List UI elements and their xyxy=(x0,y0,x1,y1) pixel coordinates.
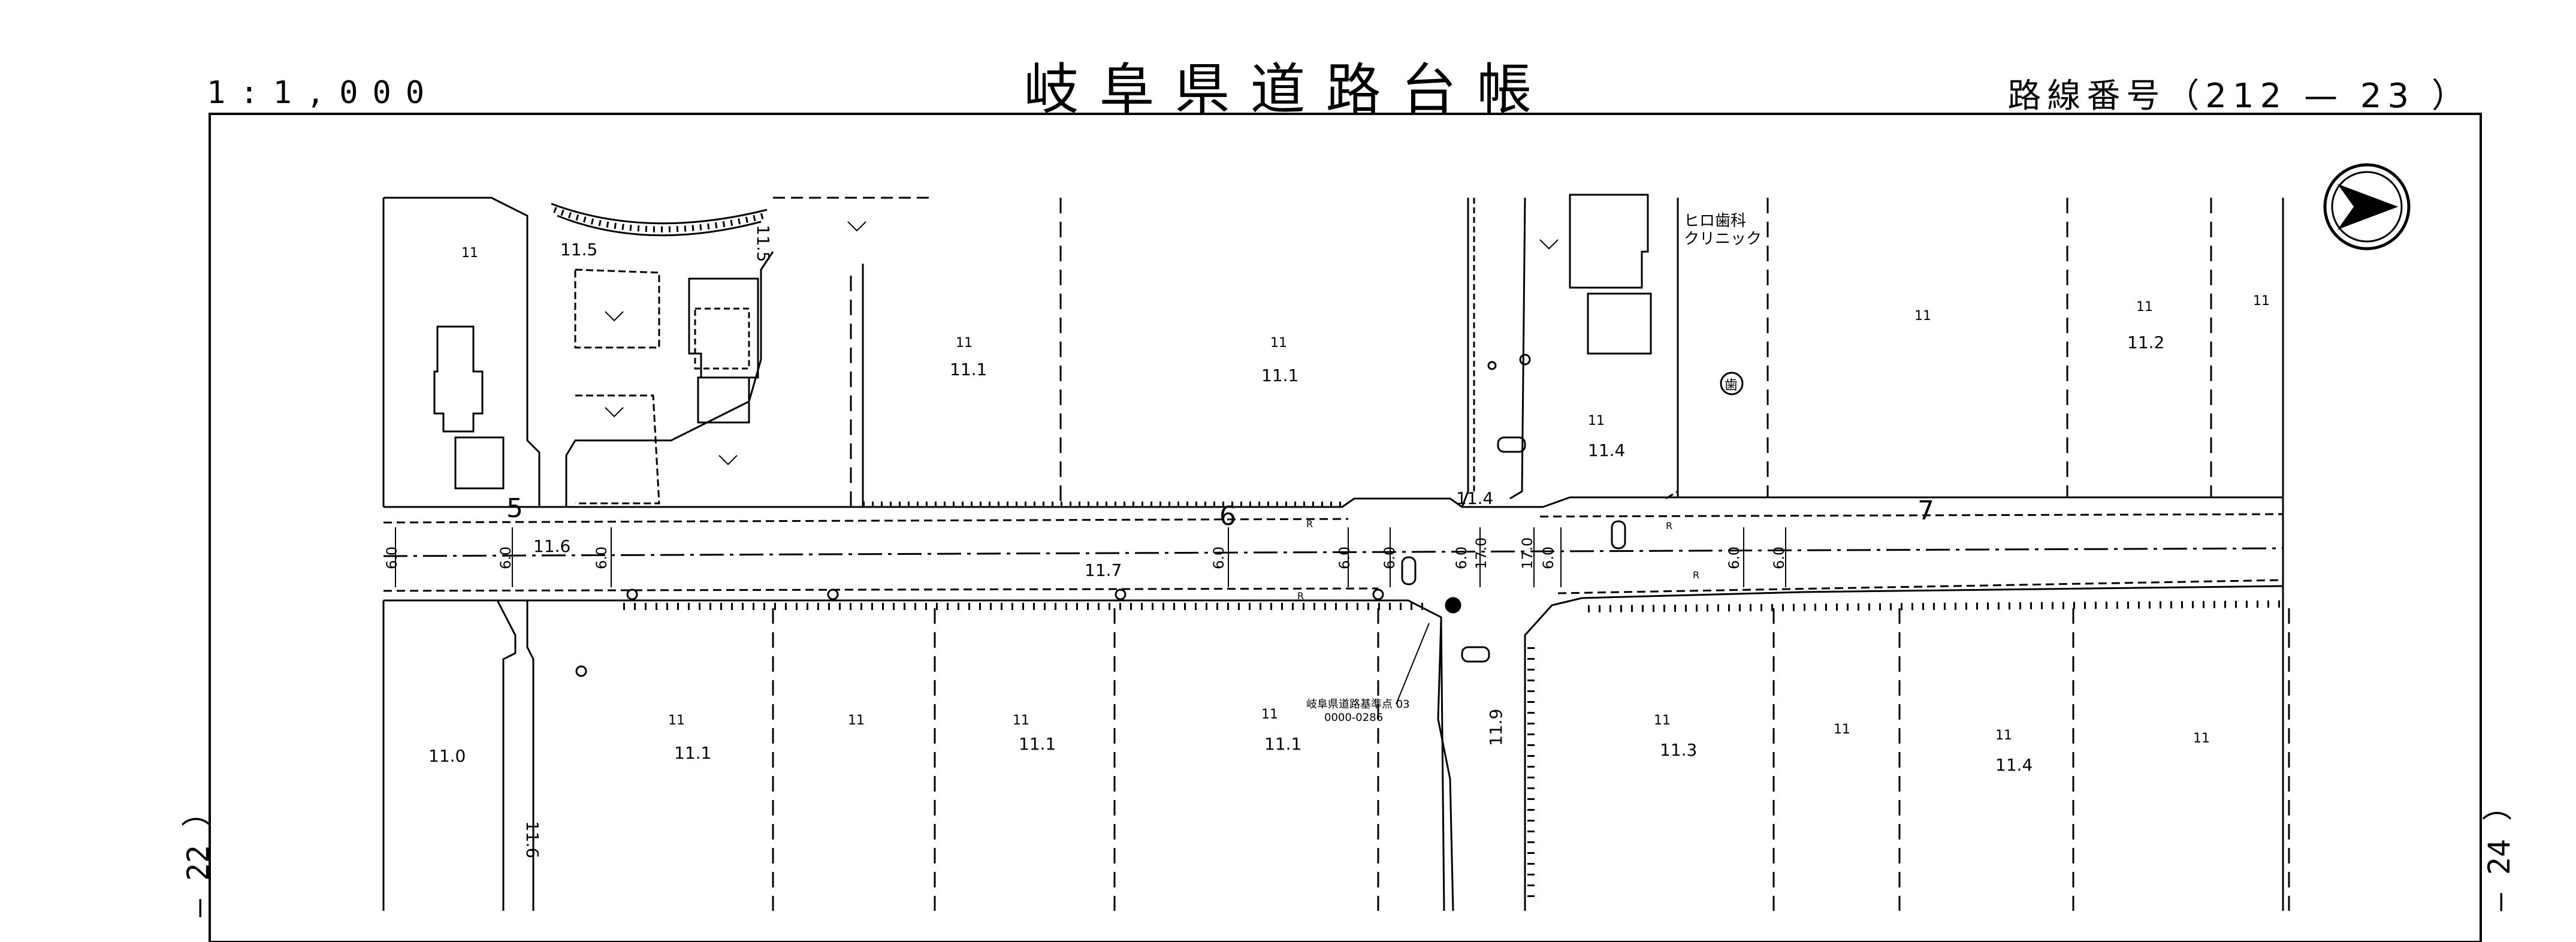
map-frame xyxy=(209,113,2482,942)
field-mark: 11 xyxy=(1834,722,1850,737)
field-mark: 11 xyxy=(1995,728,2012,743)
elevation: 11.4 xyxy=(1588,440,1626,460)
route-main: 212 xyxy=(2205,77,2288,116)
elevation: 11.3 xyxy=(1660,740,1698,760)
road-width: 6.0 xyxy=(1210,546,1227,569)
route-sub: 23 xyxy=(2360,77,2415,116)
elevation: 11.2 xyxy=(2127,333,2165,352)
field-mark: 11 xyxy=(1914,309,1931,324)
road-width: 6.0 xyxy=(383,546,400,569)
field-mark: 11 xyxy=(1270,336,1287,351)
road-width: 6.0 xyxy=(1726,546,1743,569)
cross-streets xyxy=(383,197,1679,911)
road-width: 6.0 xyxy=(497,546,514,569)
benchmark-label: 岐阜県道路基準点 03 0000-0286 xyxy=(1306,698,1410,724)
road-r-mark: R xyxy=(1693,569,1700,581)
landuse-marks xyxy=(605,221,1559,466)
route-suffix: ） xyxy=(2432,77,2471,116)
field-mark: 11 xyxy=(461,246,478,261)
elevation: 11.1 xyxy=(1264,734,1302,754)
benchmark-label-line1: 岐阜県道路基準点 03 xyxy=(1306,698,1410,711)
clinic-label-line2: クリニック xyxy=(1684,230,1762,248)
field-mark: 11 xyxy=(2193,731,2210,746)
buildings xyxy=(433,194,1652,490)
retaining-wall xyxy=(551,203,768,505)
field-mark: 11 xyxy=(848,713,865,728)
lot-lines-solid xyxy=(382,197,2284,911)
dentist-symbol: 歯 xyxy=(1725,378,1738,393)
clinic-label: ヒロ歯科 クリニック xyxy=(1684,212,1762,249)
field-mark: 11 xyxy=(1013,713,1029,728)
scale-label: 1:1,000 xyxy=(207,75,439,111)
station-5: 5 xyxy=(506,493,523,524)
elevation: 11.7 xyxy=(1085,560,1122,580)
elevation: 11.4 xyxy=(1456,488,1494,508)
north-arrow-icon xyxy=(2323,163,2411,250)
station-7: 7 xyxy=(1917,496,1934,526)
field-mark: 11 xyxy=(1588,413,1605,428)
elevation: 11.1 xyxy=(674,743,712,763)
route-number: 路線番号（212 — 23 ） xyxy=(2007,69,2471,117)
elevation: 11.6 xyxy=(523,821,542,859)
elevation: 11.5 xyxy=(560,240,598,259)
benchmark-label-line2: 0000-0286 xyxy=(1324,711,1384,724)
road-width: 17.0 xyxy=(1473,537,1490,569)
lot-lines xyxy=(772,198,2290,911)
clinic-label-line1: ヒロ歯科 xyxy=(1684,212,1747,230)
road-width: 6.0 xyxy=(1453,546,1470,569)
benchmark-leader xyxy=(1396,623,1430,705)
road-width: 6.0 xyxy=(1540,546,1557,569)
width-ticks xyxy=(395,527,1786,587)
field-mark: 11 xyxy=(668,713,685,728)
road-r-mark: R xyxy=(1306,518,1313,530)
road-width: 6.0 xyxy=(1381,546,1398,569)
road-width: 6.0 xyxy=(1771,546,1787,569)
field-mark: 11 xyxy=(2136,300,2153,315)
road-r-mark: R xyxy=(1666,520,1673,532)
elevation: 11.5 xyxy=(753,225,773,262)
road-width: 17.0 xyxy=(1519,537,1536,569)
station-6: 6 xyxy=(1219,501,1236,532)
road-r-mark: R xyxy=(1297,590,1304,602)
road-width: 6.0 xyxy=(593,546,610,569)
road-width: 6.0 xyxy=(1336,546,1353,569)
elevation: 11.1 xyxy=(1261,366,1299,385)
field-mark: 11 xyxy=(1654,713,1671,728)
elevation: 11.0 xyxy=(428,746,466,766)
elevation: 11.6 xyxy=(533,536,571,556)
field-mark: 11 xyxy=(956,336,973,351)
field-mark: 11 xyxy=(2253,294,2270,309)
elevation: 11.4 xyxy=(1995,755,2033,775)
map-title: 岐阜県道路台帳 xyxy=(1023,58,1553,122)
street-features xyxy=(575,354,1744,677)
field-mark: 11 xyxy=(1261,707,1278,722)
route-dash: — xyxy=(2304,77,2344,116)
elevation: 11.9 xyxy=(1486,708,1506,746)
elevation: 11.1 xyxy=(1019,734,1056,754)
route-prefix: 路線番号（ xyxy=(2007,77,2206,116)
elevation: 11.1 xyxy=(950,360,987,379)
